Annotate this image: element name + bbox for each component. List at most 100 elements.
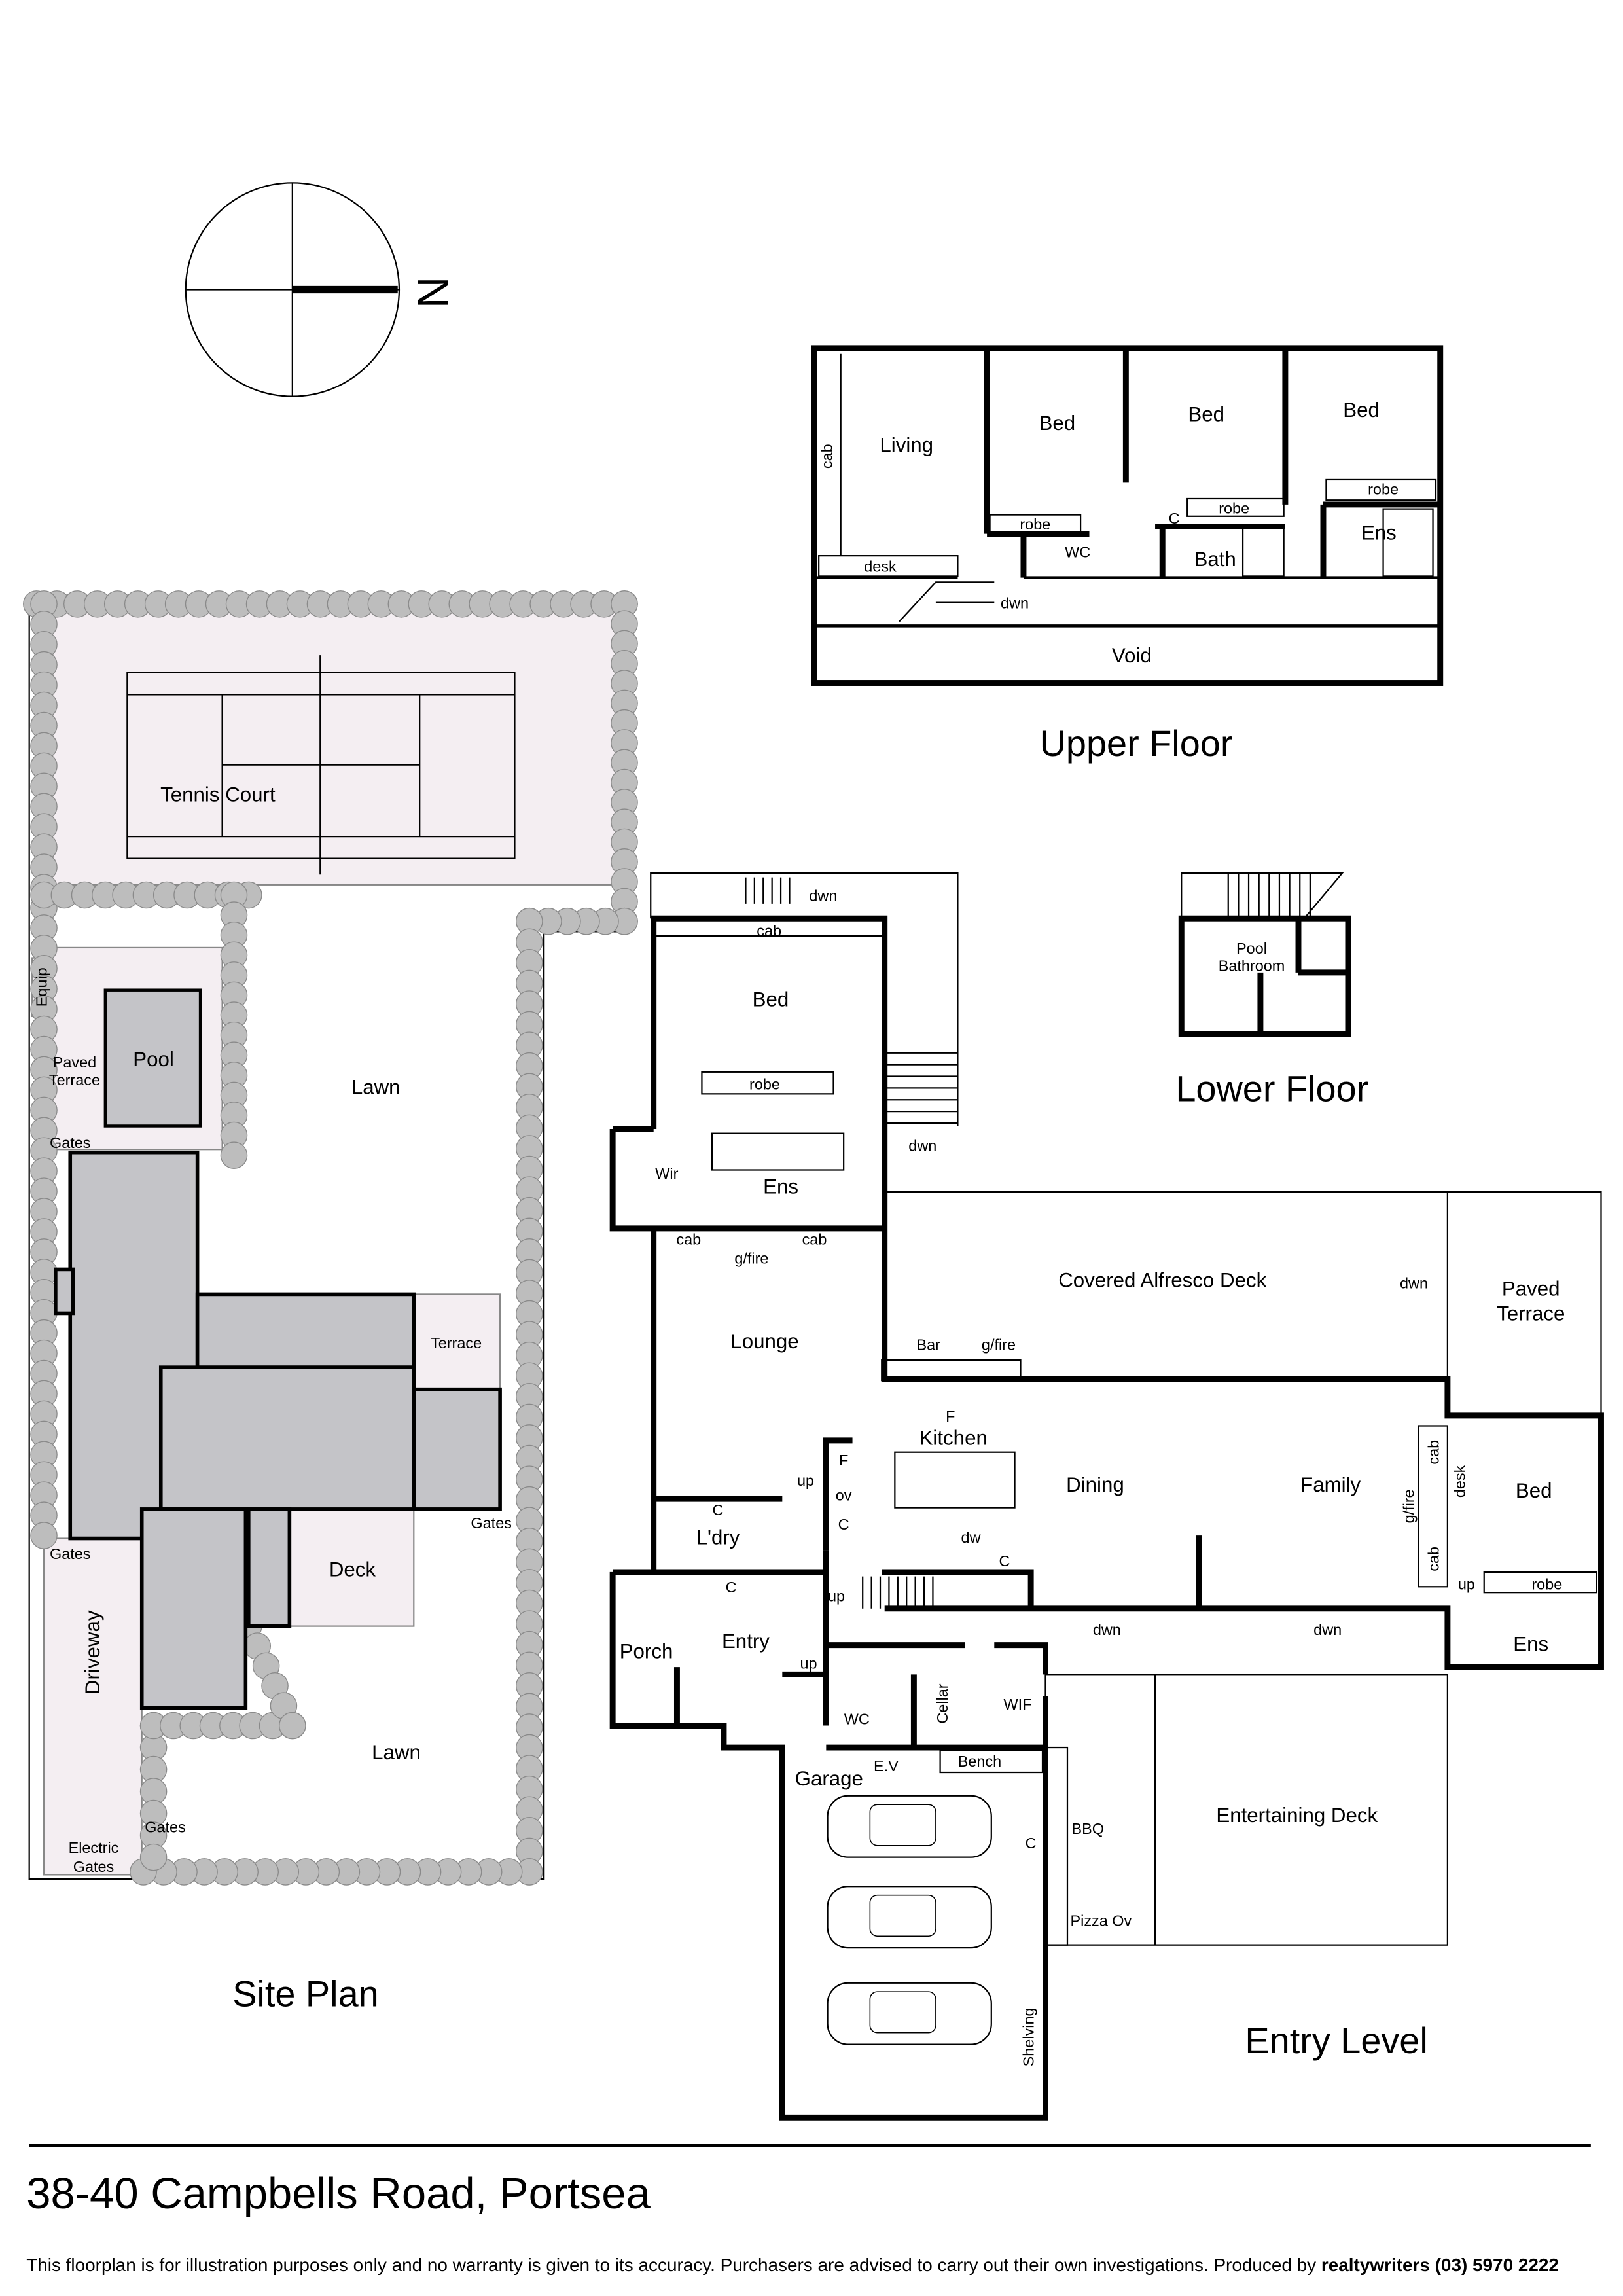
room-label: Pool bbox=[1236, 940, 1267, 957]
upper-floor-heading: Upper Floor bbox=[1040, 723, 1233, 764]
room-label: desk bbox=[864, 558, 897, 575]
area-label: Deck bbox=[329, 1558, 376, 1581]
room-label: Paved bbox=[1502, 1278, 1560, 1300]
room-label: Bed bbox=[753, 988, 789, 1011]
disclaimer: This floorplan is for illustration purpo… bbox=[26, 2255, 1559, 2275]
room-label: C bbox=[726, 1579, 737, 1596]
hedge-shrub bbox=[220, 1141, 248, 1169]
room-label: Ens bbox=[1513, 1633, 1548, 1656]
room-label: Bed bbox=[1343, 399, 1380, 422]
room-label: BBQ bbox=[1072, 1820, 1104, 1837]
hedge-shrub bbox=[139, 1843, 168, 1871]
room-label: robe bbox=[1368, 480, 1399, 497]
room-label: Ens bbox=[1361, 522, 1397, 545]
car-roof bbox=[869, 1804, 936, 1846]
room-label: cab bbox=[1425, 1440, 1442, 1465]
garage-cars bbox=[827, 1795, 992, 2045]
room-label: up bbox=[797, 1472, 814, 1489]
room-label: C bbox=[1026, 1835, 1037, 1852]
room-label: cab bbox=[676, 1230, 701, 1247]
car-roof bbox=[869, 1894, 936, 1937]
room-label: WIF bbox=[1004, 1696, 1032, 1713]
upper-floor-plan: Living Bed Bed Bed cab robe robe robe de… bbox=[811, 345, 1444, 764]
disclaimer-text: This floorplan is for illustration purpo… bbox=[26, 2255, 1316, 2275]
room-label: Living bbox=[880, 434, 933, 457]
room-label: dwn bbox=[809, 887, 837, 904]
room-label: ov bbox=[836, 1486, 852, 1503]
room-label: Entertaining Deck bbox=[1216, 1804, 1378, 1827]
room-label: Bed bbox=[1188, 403, 1224, 426]
entry-level-plan: dwn cab Bed robe dwn Wir Ens cab g/fire … bbox=[609, 872, 1604, 2121]
room-label: Bathroom bbox=[1219, 958, 1285, 975]
room-label: robe bbox=[1219, 499, 1249, 516]
pool bbox=[103, 988, 202, 1128]
car-roof bbox=[869, 1991, 936, 2034]
room-label: Bench bbox=[958, 1753, 1001, 1770]
room-label: Porch bbox=[620, 1640, 673, 1663]
room-label: Bed bbox=[1516, 1479, 1552, 1502]
upper-stairs bbox=[899, 581, 995, 622]
area-label: Gates bbox=[73, 1858, 115, 1875]
room-label: robe bbox=[1531, 1576, 1562, 1593]
room-label: dwn bbox=[1093, 1621, 1121, 1638]
area-label: Electric bbox=[69, 1839, 119, 1856]
room-label: Entry bbox=[722, 1630, 770, 1653]
lower-floor-plan: Pool Bathroom Lower Floor bbox=[1175, 872, 1368, 1109]
room-label: g/fire bbox=[1400, 1489, 1418, 1523]
area-label: Driveway bbox=[81, 1610, 104, 1695]
room-label: C bbox=[838, 1516, 849, 1533]
room-label: cab bbox=[818, 444, 835, 469]
room-label: dwn bbox=[1313, 1621, 1342, 1638]
room-label: C bbox=[999, 1552, 1010, 1570]
room-label: Covered Alfresco Deck bbox=[1058, 1268, 1266, 1291]
room-label: Shelving bbox=[1020, 2007, 1037, 2066]
room-label: desk bbox=[1452, 1465, 1469, 1498]
room-label: up bbox=[828, 1588, 845, 1605]
room-label: dwn bbox=[1400, 1274, 1428, 1291]
area-label: Gates bbox=[145, 1819, 186, 1836]
tennis-court bbox=[126, 655, 516, 875]
room-label: WC bbox=[1065, 543, 1090, 560]
room-label: robe bbox=[749, 1076, 780, 1093]
hedges bbox=[23, 590, 638, 1886]
room-label: Bath bbox=[1194, 548, 1236, 571]
room-label: Void bbox=[1112, 644, 1152, 667]
producer: realtywriters (03) 5970 2222 bbox=[1321, 2255, 1559, 2275]
room-label: Bar bbox=[916, 1336, 940, 1353]
room-label: cab bbox=[1425, 1547, 1442, 1571]
hedge-shrub bbox=[30, 1522, 58, 1549]
room-label: Pizza Ov bbox=[1070, 1912, 1132, 1929]
room-label: up bbox=[800, 1655, 817, 1672]
car bbox=[827, 1795, 992, 1858]
area-label: Equip bbox=[33, 967, 50, 1007]
entry-level-heading: Entry Level bbox=[1245, 2020, 1427, 2061]
room-label: cab bbox=[802, 1230, 827, 1247]
room-label: Family bbox=[1300, 1473, 1361, 1496]
area-label: Terrace bbox=[431, 1335, 482, 1352]
car bbox=[827, 1982, 992, 2045]
car bbox=[827, 1886, 992, 1949]
area-label: Lawn bbox=[351, 1075, 401, 1098]
room-label: robe bbox=[1020, 516, 1050, 533]
compass: N bbox=[185, 182, 457, 397]
room-label: L'dry bbox=[696, 1526, 740, 1549]
room-label: F bbox=[946, 1408, 955, 1425]
site-plan: Tennis Court Equip Paved Terrace Pool La… bbox=[23, 590, 638, 2014]
room-label: Wir bbox=[655, 1165, 678, 1182]
room-label: dwn bbox=[908, 1137, 936, 1154]
room-label: g/fire bbox=[982, 1336, 1016, 1353]
area-label: Lawn bbox=[372, 1741, 421, 1764]
lower-floor-heading: Lower Floor bbox=[1175, 1068, 1368, 1109]
area-label: Gates bbox=[471, 1515, 512, 1532]
room-label: up bbox=[1458, 1576, 1475, 1593]
area-label: Terrace bbox=[49, 1071, 100, 1088]
room-label: WC bbox=[844, 1710, 870, 1727]
room-label: Kitchen bbox=[919, 1427, 988, 1450]
area-label: Gates bbox=[50, 1134, 91, 1151]
room-label: Terrace bbox=[1497, 1302, 1565, 1325]
area-label: Pool bbox=[133, 1048, 174, 1071]
room-label: Ens bbox=[763, 1175, 798, 1198]
room-label: dwn bbox=[1001, 595, 1029, 612]
room-label: dw bbox=[961, 1529, 981, 1546]
